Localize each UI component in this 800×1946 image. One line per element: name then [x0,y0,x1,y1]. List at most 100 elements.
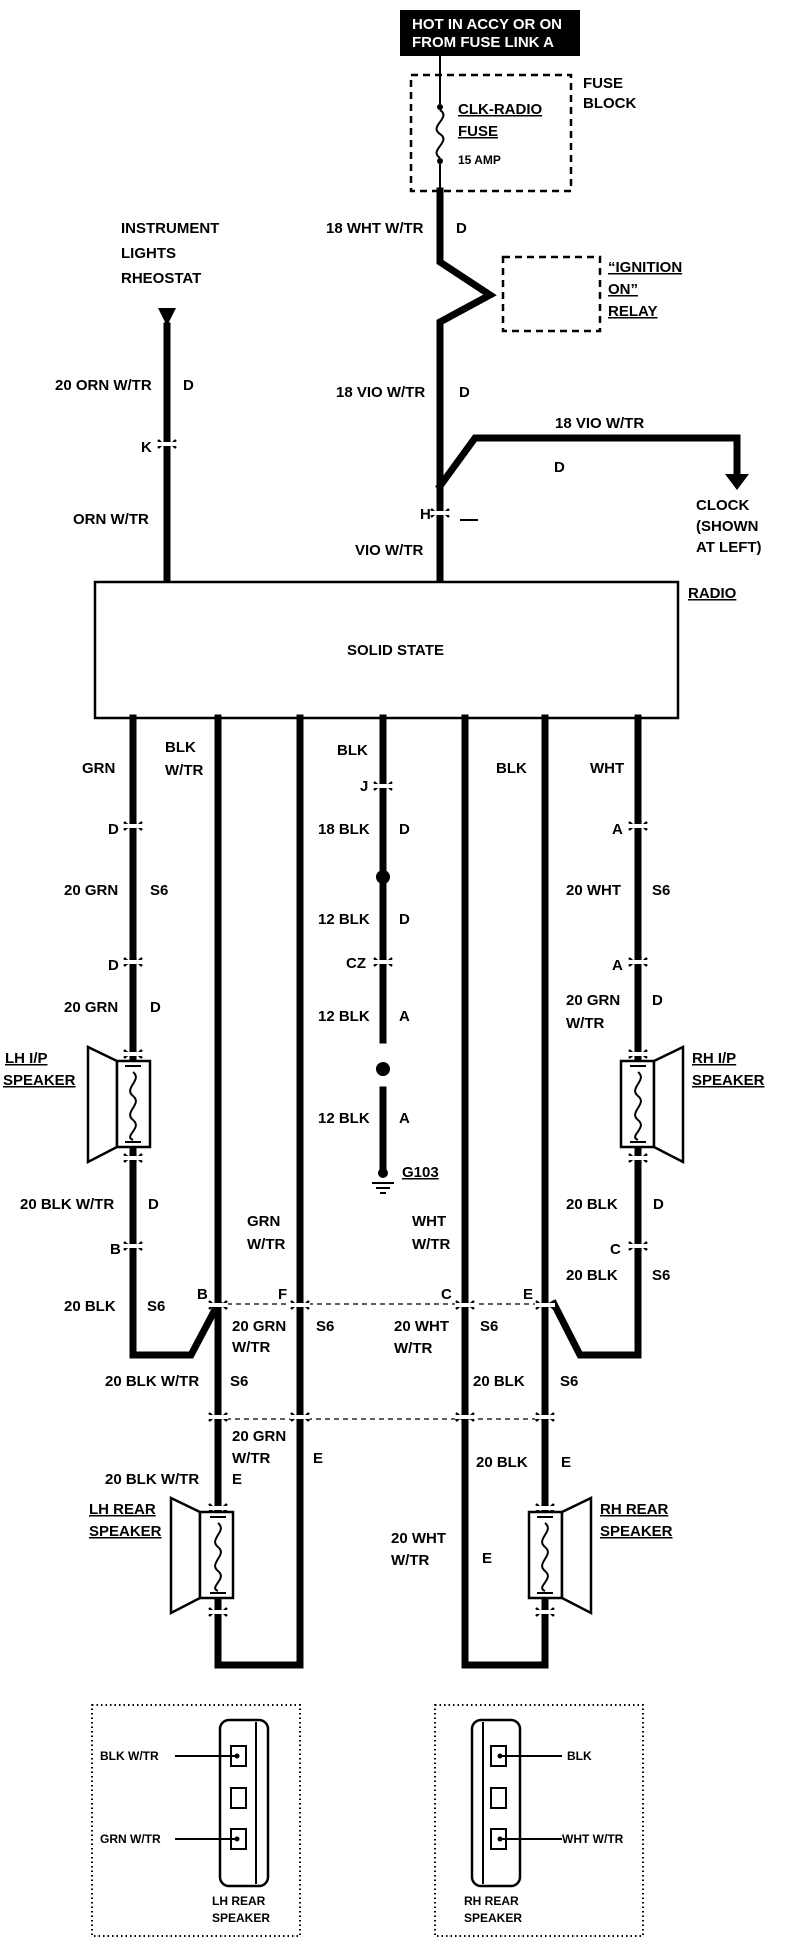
svg-text:AT LEFT): AT LEFT) [696,539,762,556]
svg-text:GRN W/TR: GRN W/TR [100,1832,161,1846]
svg-text:20 BLK W/TR: 20 BLK W/TR [20,1196,114,1213]
svg-text:20 GRN: 20 GRN [566,992,620,1009]
svg-text:(SHOWN: (SHOWN [696,518,759,535]
fuse-block-label1: FUSE [583,75,623,92]
svg-text:D: D [456,220,467,237]
svg-text:S6: S6 [652,882,670,899]
svg-text:SPEAKER: SPEAKER [692,1072,765,1089]
svg-text:ORN W/TR: ORN W/TR [73,511,149,528]
ignition-relay: “IGNITION ON” RELAY [501,255,682,333]
svg-text:S6: S6 [316,1318,334,1335]
svg-text:SPEAKER: SPEAKER [212,1911,270,1925]
lh-rear-speaker: LH REAR SPEAKER [89,1496,235,1616]
svg-text:SPEAKER: SPEAKER [89,1523,162,1540]
svg-text:BLK: BLK [496,760,527,777]
rheostat-icon [158,308,176,326]
svg-text:WHT: WHT [412,1213,446,1230]
svg-text:D: D [399,821,410,838]
svg-text:SPEAKER: SPEAKER [3,1072,76,1089]
svg-text:H: H [420,506,431,523]
svg-text:LIGHTS: LIGHTS [121,245,176,262]
svg-text:“IGNITION: “IGNITION [608,259,682,276]
svg-text:20 BLK: 20 BLK [566,1267,618,1284]
fuse-block: FUSE BLOCK CLK-RADIO FUSE 15 AMP [409,73,636,193]
svg-text:C: C [610,1241,621,1258]
lh-rear-connector-detail: BLK W/TR GRN W/TR LH REAR SPEAKER [91,1704,301,1937]
svg-text:20 GRN: 20 GRN [64,999,118,1016]
svg-text:20 BLK W/TR: 20 BLK W/TR [105,1471,199,1488]
svg-text:CLOCK: CLOCK [696,497,749,514]
svg-text:18 VIO W/TR: 18 VIO W/TR [555,415,644,432]
svg-text:E: E [561,1454,571,1471]
svg-text:RH REAR: RH REAR [464,1894,519,1908]
svg-text:SOLID STATE: SOLID STATE [347,642,444,659]
svg-text:W/TR: W/TR [566,1015,604,1032]
svg-text:W/TR: W/TR [247,1236,285,1253]
svg-text:A: A [399,1110,410,1127]
svg-text:20 GRN: 20 GRN [232,1318,286,1335]
source-line1: HOT IN ACCY OR ON [412,16,562,33]
svg-text:20 WHT: 20 WHT [566,882,621,899]
svg-text:D: D [554,459,565,476]
svg-text:12 BLK: 12 BLK [318,1110,370,1127]
svg-text:E: E [232,1471,242,1488]
svg-text:SPEAKER: SPEAKER [600,1523,673,1540]
wire-lh-grn-ip [129,714,223,1359]
svg-text:WHT W/TR: WHT W/TR [562,1832,624,1846]
svg-text:D: D [108,821,119,838]
svg-text:A: A [399,1008,410,1025]
svg-text:D: D [183,377,194,394]
svg-text:LH REAR: LH REAR [89,1501,156,1518]
svg-text:D: D [653,1196,664,1213]
svg-text:W/TR: W/TR [394,1340,432,1357]
svg-text:B: B [197,1286,208,1303]
svg-text:D: D [652,992,663,1009]
svg-text:D: D [148,1196,159,1213]
svg-text:E: E [523,1286,533,1303]
svg-text:F: F [278,1286,287,1303]
svg-text:RH REAR: RH REAR [600,1501,669,1518]
lh-ip-speaker: LH I/P SPEAKER [3,1045,152,1165]
svg-text:LH REAR: LH REAR [212,1894,266,1908]
svg-text:BLK: BLK [165,739,196,756]
svg-text:A: A [612,957,623,974]
svg-text:20 BLK: 20 BLK [476,1454,528,1471]
svg-text:J: J [360,778,368,795]
svg-text:12 BLK: 12 BLK [318,911,370,928]
svg-text:BLK: BLK [567,1749,592,1763]
svg-text:20 BLK: 20 BLK [566,1196,618,1213]
svg-text:B: B [110,1241,121,1258]
svg-text:20 ORN W/TR: 20 ORN W/TR [55,377,152,394]
svg-text:CZ: CZ [346,955,366,972]
source-line2: FROM FUSE LINK A [412,34,554,51]
svg-text:20 BLK: 20 BLK [64,1298,116,1315]
wire-vio-feed [436,187,497,586]
svg-text:S6: S6 [150,882,168,899]
svg-text:D: D [108,957,119,974]
svg-text:S6: S6 [652,1267,670,1284]
svg-text:S6: S6 [480,1318,498,1335]
ground-icon [372,1168,394,1194]
svg-text:A: A [612,821,623,838]
svg-text:18 BLK: 18 BLK [318,821,370,838]
svg-text:VIO W/TR: VIO W/TR [355,542,423,559]
svg-text:20 WHT: 20 WHT [394,1318,449,1335]
svg-text:W/TR: W/TR [232,1450,270,1467]
svg-text:W/TR: W/TR [165,762,203,779]
wire-clock-branch [435,434,741,491]
power-source-box: HOT IN ACCY OR ON FROM FUSE LINK A [400,10,580,56]
fuse-block-label2: BLOCK [583,95,636,112]
fuse-rating: 15 AMP [458,153,501,167]
svg-text:E: E [313,1450,323,1467]
svg-text:18 WHT W/TR: 18 WHT W/TR [326,220,424,237]
svg-text:INSTRUMENT: INSTRUMENT [121,220,219,237]
svg-text:K: K [141,439,152,456]
svg-text:WHT: WHT [590,760,624,777]
svg-text:C: C [441,1286,452,1303]
svg-text:20 BLK W/TR: 20 BLK W/TR [105,1373,199,1390]
svg-text:D: D [459,384,470,401]
svg-text:20 WHT: 20 WHT [391,1530,446,1547]
fuse-name2: FUSE [458,123,498,140]
svg-text:D: D [150,999,161,1016]
